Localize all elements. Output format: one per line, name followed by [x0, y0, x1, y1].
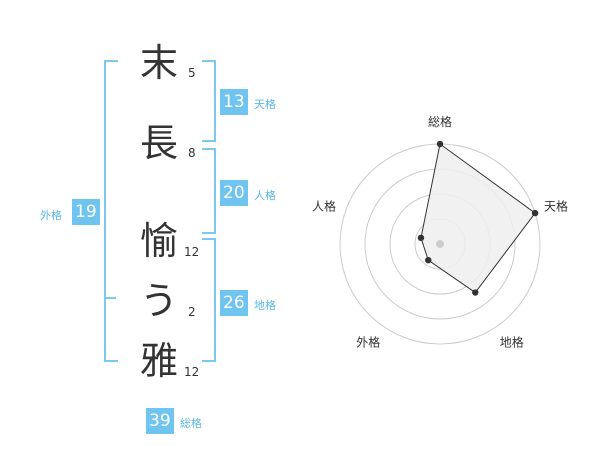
radar-axis-label-5: 人格: [312, 198, 336, 213]
gaikaku-bracket-midtick: [104, 297, 116, 299]
gaikaku-label: 外格: [40, 209, 62, 222]
jinkaku-label: 人格: [254, 189, 276, 202]
name-char-4: う: [139, 279, 178, 323]
name-char-3-strokes: 12: [184, 245, 200, 259]
radar-point-3: [472, 289, 479, 296]
radar-axis-label-1: 総格: [428, 114, 452, 129]
tenkaku-bracket: [202, 60, 216, 142]
name-char-4-strokes: 2: [188, 305, 196, 319]
radar-point-1: [436, 140, 444, 148]
chikaku-bracket: [202, 238, 216, 362]
name-char-5-strokes: 12: [184, 365, 200, 379]
soukaku-label: 総格: [180, 417, 202, 430]
name-char-5: 雅: [139, 339, 178, 383]
radar-axis-label-2: 天格: [544, 198, 568, 213]
name-char-3: 愉: [139, 219, 178, 263]
soukaku-value-badge: 39: [146, 408, 174, 434]
radar-axis-label-4: 外格: [356, 335, 380, 350]
name-char-1-strokes: 5: [188, 66, 196, 80]
name-char-1: 末: [139, 41, 178, 85]
radar-point-4: [425, 256, 432, 264]
name-char-2: 長: [139, 121, 178, 165]
tenkaku-label: 天格: [254, 98, 276, 111]
radar-center-dot: [436, 240, 444, 248]
radar-axis-label-3: 地格: [500, 335, 524, 350]
jinkaku-bracket: [202, 148, 216, 234]
radar-point-5: [417, 234, 425, 242]
radar-point-2: [531, 209, 539, 217]
chikaku-value-badge: 26: [220, 290, 248, 316]
gaikaku-value-badge: 19: [72, 199, 100, 225]
name-char-2-strokes: 8: [188, 146, 196, 160]
jinkaku-value-badge: 20: [220, 180, 248, 206]
radar-data-area: [420, 143, 536, 294]
chikaku-label: 地格: [254, 299, 276, 312]
gaikaku-bracket: [104, 60, 118, 362]
tenkaku-value-badge: 13: [220, 89, 248, 115]
